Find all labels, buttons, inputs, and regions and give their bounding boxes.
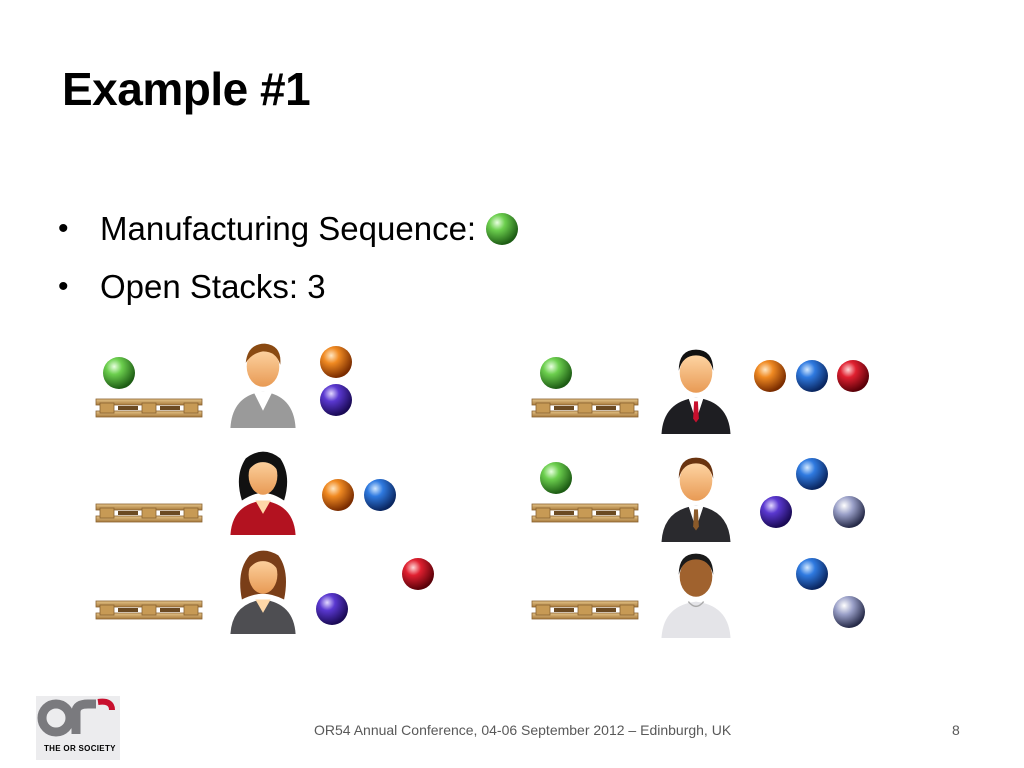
green-ball-icon [486, 213, 519, 245]
bullet-open-stacks: • Open Stacks: 3 [58, 258, 520, 316]
blue-ball-icon [794, 556, 830, 592]
red-ball-icon [835, 358, 871, 394]
bullet-dot-icon: • [58, 212, 69, 245]
green-ball-icon [538, 355, 574, 391]
silver-ball-icon [831, 594, 867, 630]
logo-caption: THE OR SOCIETY [44, 744, 116, 753]
pallet-icon [94, 597, 204, 623]
orange-ball-icon [320, 477, 356, 513]
red-ball-icon [400, 556, 436, 592]
person-black-suit-icon [656, 342, 736, 434]
bullet-manufacturing-sequence: • Manufacturing Sequence: [58, 200, 520, 258]
pallet-icon [94, 500, 204, 526]
pallet-icon [530, 597, 640, 623]
purple-ball-icon [318, 382, 354, 418]
silver-ball-icon [831, 494, 867, 530]
page-number: 8 [952, 722, 960, 738]
blue-ball-icon [362, 477, 398, 513]
person-woman-grey-icon [223, 542, 303, 634]
orange-ball-icon [318, 344, 354, 380]
or-society-logo-icon [36, 696, 120, 760]
blue-ball-icon [794, 456, 830, 492]
green-ball-icon [101, 355, 137, 391]
pallet-icon [530, 500, 640, 526]
person-man-white-icon [656, 546, 736, 638]
pallet-icon [530, 395, 640, 421]
blue-ball-icon [794, 358, 830, 394]
bullet-label: Manufacturing Sequence: [100, 210, 477, 247]
bullet-dot-icon: • [58, 270, 69, 303]
purple-ball-icon [314, 591, 350, 627]
orange-ball-icon [752, 358, 788, 394]
footer-conference-text: OR54 Annual Conference, 04-06 September … [314, 722, 732, 738]
person-man-brown-icon [656, 450, 736, 542]
pallet-icon [94, 395, 204, 421]
person-grey-icon [223, 336, 303, 428]
purple-ball-icon [758, 494, 794, 530]
bullet-list: • Manufacturing Sequence: • Open Stacks:… [58, 200, 520, 316]
slide-title: Example #1 [62, 63, 311, 115]
green-ball-icon [538, 460, 574, 496]
person-woman-red-icon [223, 443, 303, 535]
bullet-label: Open Stacks: 3 [100, 268, 326, 305]
